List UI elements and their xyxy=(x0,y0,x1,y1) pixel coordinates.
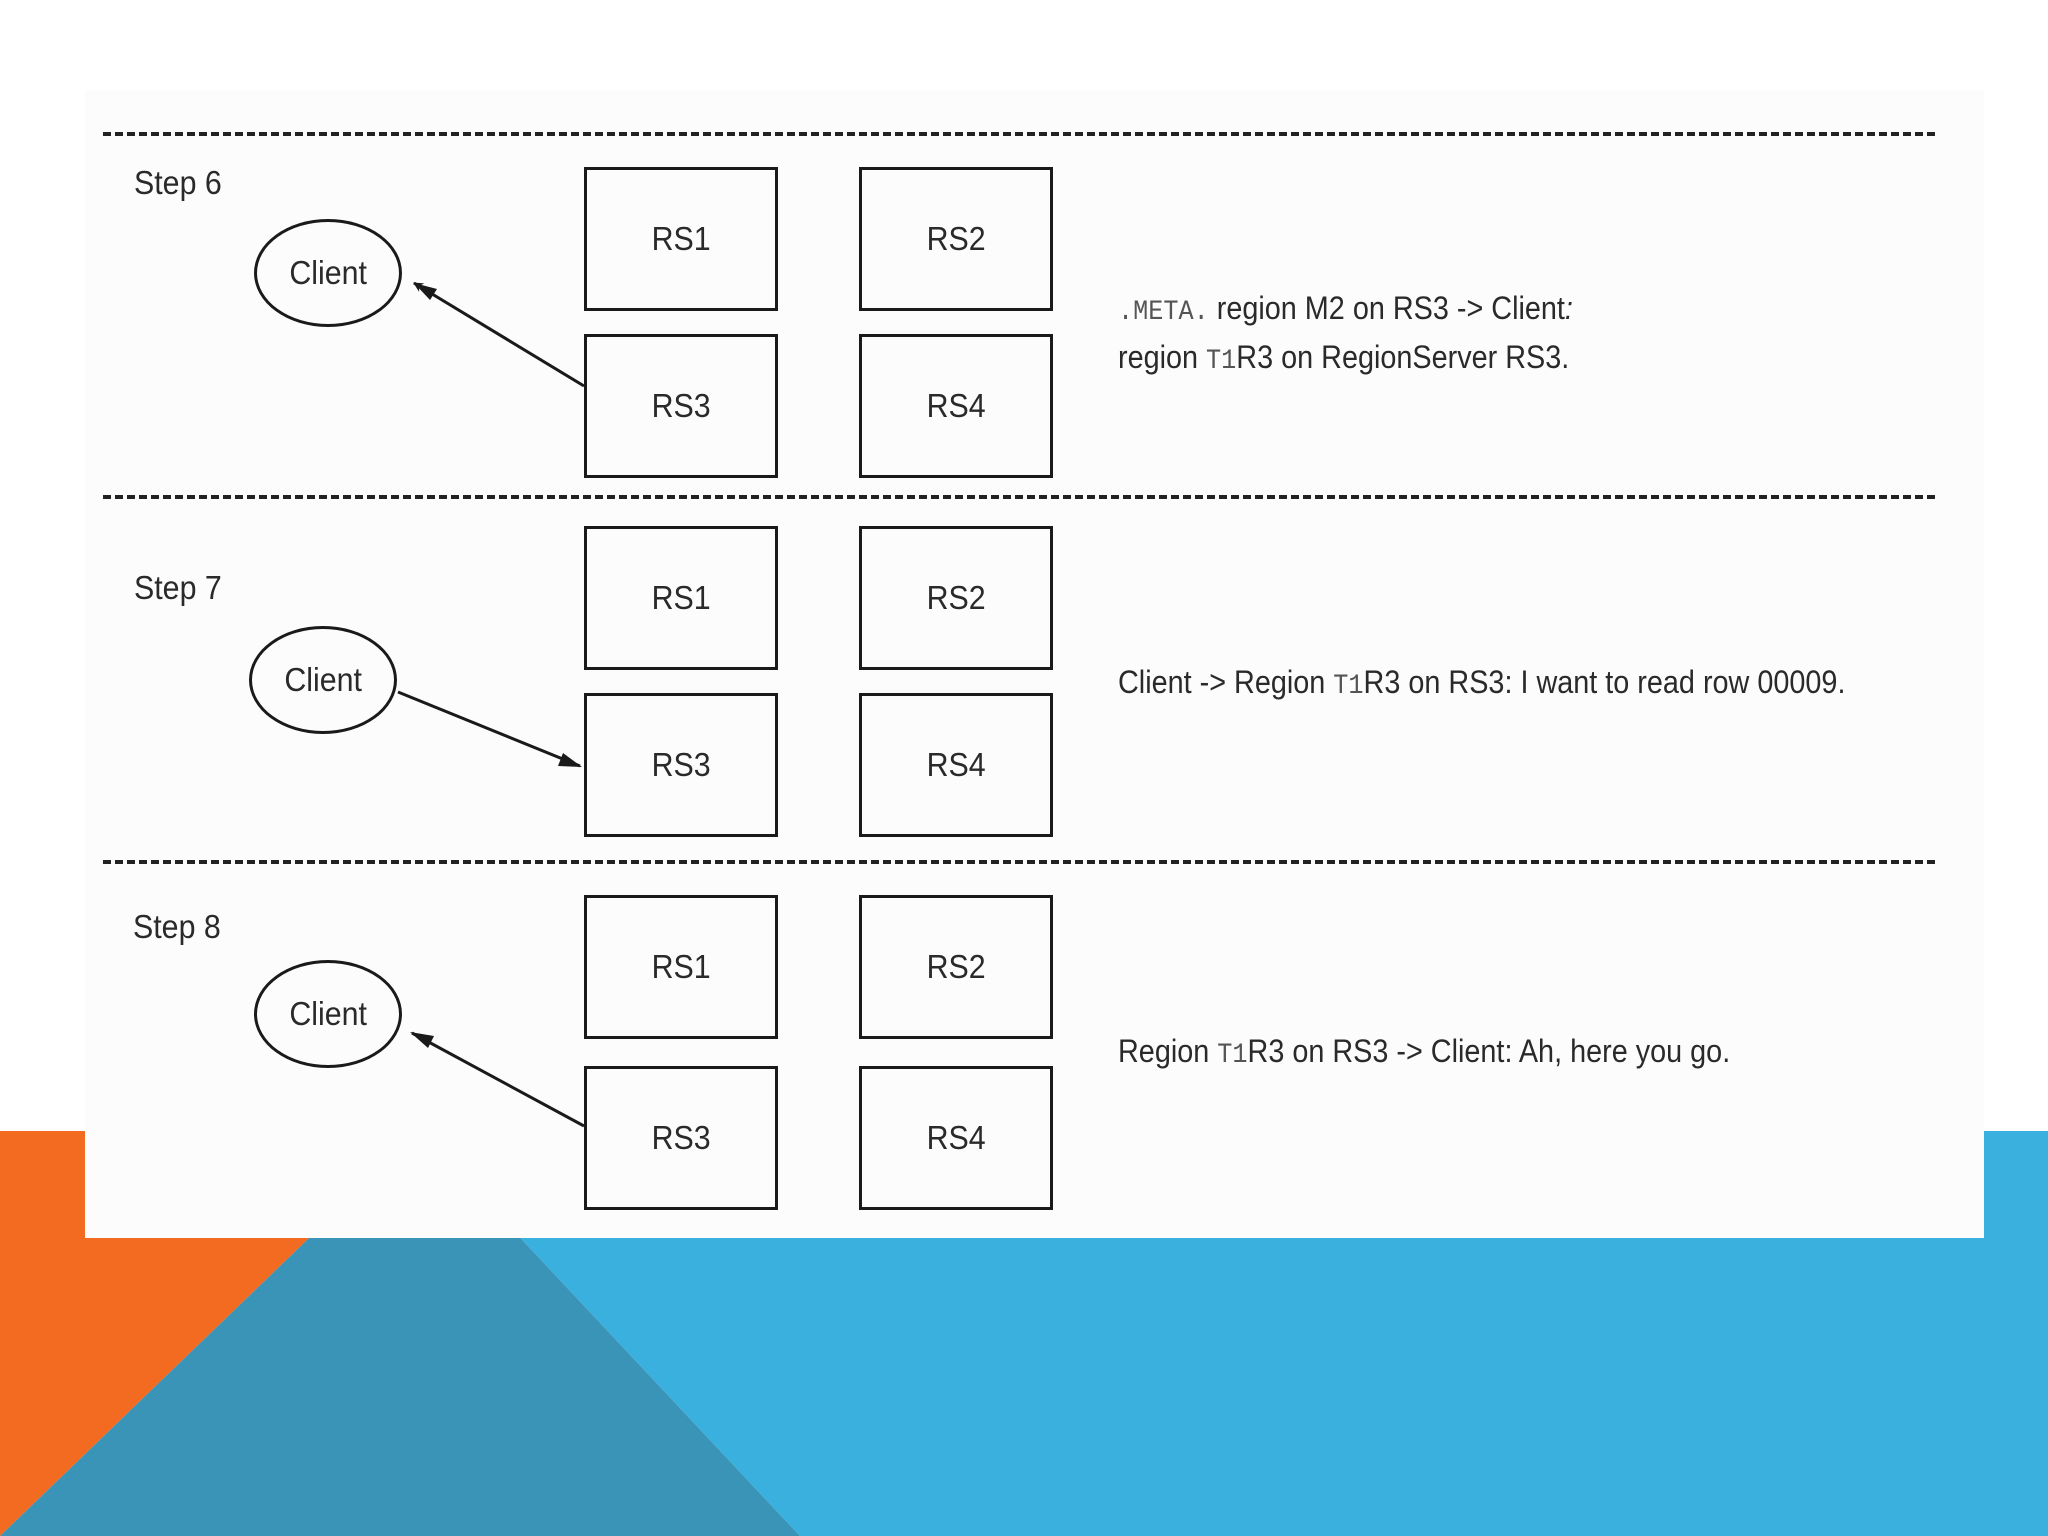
step8-description: Region T1R3 on RS3 -> Client: Ah, here y… xyxy=(1118,1029,1730,1078)
client-label: Client xyxy=(284,661,362,698)
region-server-label: RS3 xyxy=(651,387,711,424)
client-node: Client xyxy=(254,219,402,327)
divider-top xyxy=(103,132,1935,136)
region-server-label: RS4 xyxy=(926,746,986,783)
region-server-rs1: RS1 xyxy=(584,167,778,311)
arrowhead-step8 xyxy=(410,1032,434,1048)
arrowhead-step6 xyxy=(414,283,437,300)
teal-shape xyxy=(0,1131,800,1536)
region-server-rs4: RS4 xyxy=(859,1066,1053,1210)
step6-description-line1: .META. region M2 on RS3 -> Client: xyxy=(1118,286,1573,335)
region-server-label: RS2 xyxy=(926,220,986,257)
client-label: Client xyxy=(289,995,367,1032)
client-label: Client xyxy=(289,254,367,291)
meta-code: .META. xyxy=(1118,297,1209,328)
step7-description: Client -> Region T1R3 on RS3: I want to … xyxy=(1118,660,1845,709)
divider-step7-step8 xyxy=(103,860,1935,864)
region-server-rs4: RS4 xyxy=(859,334,1053,478)
region-server-rs2: RS2 xyxy=(859,526,1053,670)
region-server-label: RS1 xyxy=(651,579,711,616)
region-server-rs1: RS1 xyxy=(584,895,778,1039)
divider-step6-step7 xyxy=(103,495,1935,499)
region-server-rs3: RS3 xyxy=(584,1066,778,1210)
step6-line2-pre: region xyxy=(1118,339,1207,375)
region-server-rs3: RS3 xyxy=(584,693,778,837)
arrowhead-step7 xyxy=(558,753,582,767)
region-server-label: RS1 xyxy=(651,948,711,985)
table-code: T1 xyxy=(1217,1040,1248,1071)
region-server-label: RS4 xyxy=(926,387,986,424)
region-server-rs2: RS2 xyxy=(859,167,1053,311)
region-server-rs1: RS1 xyxy=(584,526,778,670)
step6-line1-text: region M2 on RS3 -> Client xyxy=(1208,290,1565,326)
client-node: Client xyxy=(249,626,397,734)
region-server-label: RS3 xyxy=(651,746,711,783)
step6-description: .META. region M2 on RS3 -> Client: regio… xyxy=(1118,286,1573,384)
region-server-label: RS1 xyxy=(651,220,711,257)
arrow-step7-client-to-rs3 xyxy=(397,690,581,768)
arrow-step6-rs3-to-client xyxy=(413,281,585,388)
client-node: Client xyxy=(254,960,402,1068)
table-code: T1 xyxy=(1206,346,1237,377)
region-server-rs3: RS3 xyxy=(584,334,778,478)
region-server-label: RS2 xyxy=(926,948,986,985)
step6-description-line2: region T1R3 on RegionServer RS3. xyxy=(1118,335,1573,384)
step-label: Step 6 xyxy=(134,164,222,201)
step7-desc-pre: Client -> Region xyxy=(1118,664,1334,700)
region-server-rs4: RS4 xyxy=(859,693,1053,837)
step6-line2-post: R3 on RegionServer RS3. xyxy=(1236,339,1570,375)
step-label: Step 8 xyxy=(133,908,221,945)
step8-desc-pre: Region xyxy=(1118,1033,1218,1069)
region-server-rs2: RS2 xyxy=(859,895,1053,1039)
arrow-step8-rs3-to-client xyxy=(411,1031,585,1128)
step-label: Step 7 xyxy=(134,569,222,606)
step7-desc-post: R3 on RS3: I want to read row 00009. xyxy=(1363,664,1846,700)
step6-line1-colon: : xyxy=(1564,290,1573,326)
region-server-label: RS2 xyxy=(926,579,986,616)
region-server-label: RS4 xyxy=(926,1119,986,1156)
table-code: T1 xyxy=(1333,671,1364,702)
step8-desc-post: R3 on RS3 -> Client: Ah, here you go. xyxy=(1247,1033,1731,1069)
region-server-label: RS3 xyxy=(651,1119,711,1156)
